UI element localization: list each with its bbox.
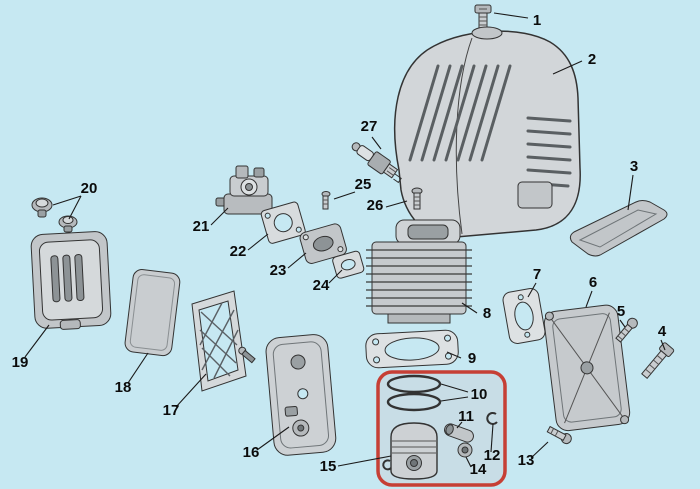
callout-label-24: 24 — [313, 277, 330, 294]
part-muffler-screw — [546, 425, 572, 445]
callout-label-19: 19 — [12, 354, 29, 371]
part-muffler-gasket — [502, 288, 546, 344]
callout-label-6: 6 — [589, 274, 597, 291]
callout-label-10: 10 — [471, 386, 488, 403]
part-knob-a — [31, 197, 53, 218]
part-carb-gasket — [260, 201, 306, 244]
callout-label-21: 21 — [193, 218, 210, 235]
callout-label-18: 18 — [115, 379, 132, 396]
part-screw-short — [615, 317, 638, 343]
part-piston-rings — [386, 374, 442, 412]
part-piston-pin — [444, 423, 474, 443]
part-intake-manifold — [299, 223, 347, 264]
part-cylinder — [366, 219, 472, 324]
callout-label-17: 17 — [163, 402, 180, 419]
part-spark-plug — [351, 142, 402, 184]
part-needle-bearing — [457, 442, 473, 458]
part-carburetor — [215, 165, 273, 215]
callout-label-14: 14 — [470, 461, 487, 478]
part-deflector-plate — [569, 200, 668, 257]
callout-label-25: 25 — [355, 176, 372, 193]
callout-label-27: 27 — [361, 118, 378, 135]
part-filter-cover — [30, 231, 112, 330]
part-engine-cover — [394, 26, 581, 238]
callout-leaders — [24, 12, 666, 468]
part-pin-clips — [382, 411, 498, 471]
callout-label-22: 22 — [230, 243, 247, 260]
callout-label-7: 7 — [533, 266, 541, 283]
part-muffler — [543, 304, 631, 432]
callout-label-20: 20 — [81, 180, 98, 197]
part-cylinder-gasket — [365, 329, 459, 369]
callout-labels: 1 2 3 4 5 6 7 8 9 10 11 12 13 14 15 16 1… — [12, 12, 667, 478]
part-airbox-plate — [265, 334, 337, 456]
part-screw-26 — [411, 187, 423, 210]
callout-label-5: 5 — [617, 303, 625, 320]
callout-label-9: 9 — [468, 350, 476, 367]
callout-label-11: 11 — [458, 408, 474, 425]
callout-label-3: 3 — [630, 158, 638, 175]
callout-label-2: 2 — [588, 51, 596, 68]
callout-label-15: 15 — [320, 458, 337, 475]
callout-label-16: 16 — [243, 444, 260, 461]
part-piston — [390, 422, 438, 480]
part-knob-b — [58, 215, 78, 233]
callout-label-8: 8 — [483, 305, 491, 322]
part-filter-screw — [238, 346, 256, 364]
part-screw-25 — [321, 191, 331, 210]
callout-label-1: 1 — [533, 12, 541, 29]
part-filter-foam — [124, 269, 181, 357]
callout-label-23: 23 — [270, 262, 287, 279]
part-top-screw — [474, 4, 492, 31]
part-filter-frame — [191, 290, 247, 392]
part-bolt-long — [641, 342, 675, 380]
callout-label-4: 4 — [658, 323, 667, 340]
callout-label-13: 13 — [518, 452, 535, 469]
callout-label-26: 26 — [367, 197, 384, 214]
callout-label-12: 12 — [484, 447, 501, 464]
